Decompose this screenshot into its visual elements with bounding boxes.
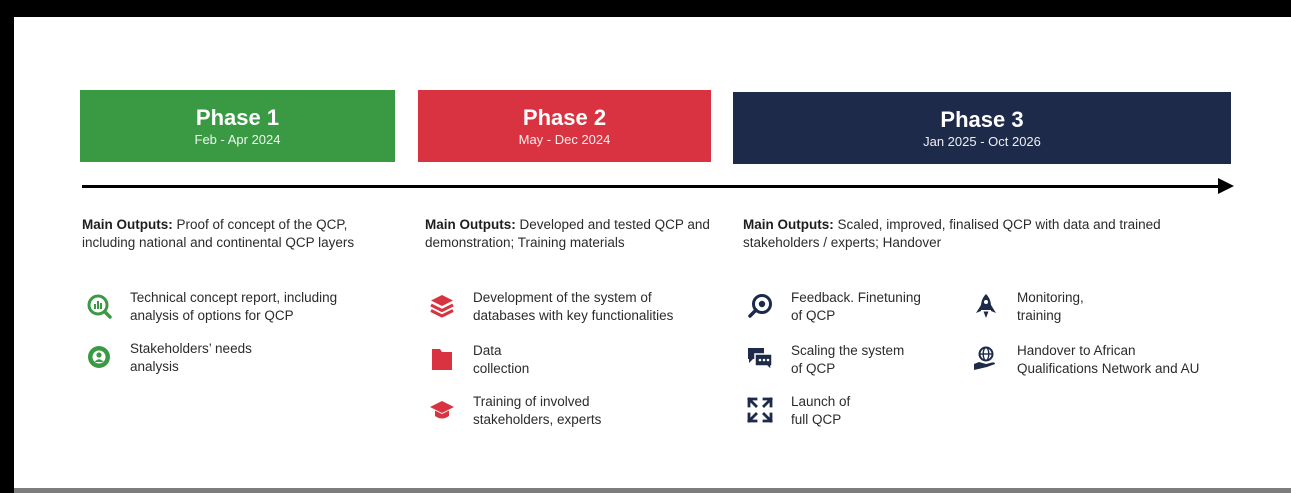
item-text-line: stakeholders, experts (473, 412, 602, 427)
item-text-line: Handover to African (1017, 343, 1136, 358)
chat-icon (746, 345, 774, 373)
item-text-line: Development of the system of (473, 290, 652, 305)
main-outputs-label: Main Outputs: (82, 217, 173, 232)
phase-2-item-data-collection: Data collection (428, 342, 529, 378)
item-text-line: Launch of (791, 394, 851, 409)
phase-2-header: Phase 2 May - Dec 2024 (418, 90, 711, 162)
phase-2-outputs-text: Developed and tested QCP and demonstrati… (425, 217, 710, 250)
phase-1-main-outputs: Main Outputs: Proof of concept of the QC… (82, 216, 402, 252)
item-text-line: collection (473, 361, 530, 376)
timeline-arrow-head (1218, 178, 1234, 194)
rocket-icon (972, 292, 1000, 320)
phase-3-header: Phase 3 Jan 2025 - Oct 2026 (733, 92, 1231, 164)
item-text-line: analysis (130, 359, 179, 374)
phase-2-item-training: Training of involved stakeholders, expert… (428, 393, 601, 429)
main-outputs-label: Main Outputs: (743, 217, 834, 232)
folder-icon (428, 345, 456, 373)
phase-2-item-database-development: Development of the system of databases wi… (428, 289, 673, 325)
phase-3-outputs-text: Scaled, improved, finalised QCP with dat… (743, 217, 1161, 250)
expand-arrows-icon (746, 396, 774, 424)
stakeholders-icon (85, 343, 113, 371)
phase-3-item-feedback: Feedback. Finetuning of QCP (746, 289, 921, 325)
database-layers-icon (428, 292, 456, 320)
graduation-cap-icon (428, 396, 456, 424)
item-text-line: of QCP (791, 361, 836, 376)
phase-3-item-scaling: Scaling the system of QCP (746, 342, 904, 378)
phase-1-item-concept-report: Technical concept report, including analy… (85, 289, 337, 325)
analysis-chart-icon (85, 292, 113, 320)
item-text-line: Monitoring, (1017, 290, 1084, 305)
item-text-line: of QCP (791, 308, 836, 323)
item-text-line: Feedback. Finetuning (791, 290, 921, 305)
item-text-line: training (1017, 308, 1062, 323)
item-text-line: analysis of options for QCP (130, 308, 294, 323)
item-text-line: Scaling the system (791, 343, 905, 358)
phase-1-title: Phase 1 (195, 104, 280, 130)
item-text-line: Data (473, 343, 502, 358)
left-border (0, 0, 14, 493)
item-text-line: Qualifications Network and AU (1017, 361, 1200, 376)
timeline-arrow-line (82, 185, 1220, 188)
item-text-line: Stakeholders’ needs (130, 341, 252, 356)
phase-1-header: Phase 1 Feb - Apr 2024 (80, 90, 395, 162)
feedback-target-icon (746, 292, 774, 320)
phase-2-title: Phase 2 (522, 104, 607, 130)
phase-2-main-outputs: Main Outputs: Developed and tested QCP a… (425, 216, 725, 252)
phase-3-main-outputs: Main Outputs: Scaled, improved, finalise… (743, 216, 1223, 252)
phase-3-dates: Jan 2025 - Oct 2026 (923, 133, 1041, 149)
item-text-line: Technical concept report, including (130, 290, 338, 305)
main-outputs-label: Main Outputs: (425, 217, 516, 232)
phase-3-item-launch: Launch of full QCP (746, 393, 850, 429)
item-text-line: Training of involved (473, 394, 590, 409)
phase-3-item-monitoring: Monitoring, training (972, 289, 1084, 325)
phase-1-outputs-text: Proof of concept of the QCP, including n… (82, 217, 355, 250)
item-text-line: databases with key functionalities (473, 308, 674, 323)
top-border (0, 0, 1291, 17)
phase-2-dates: May - Dec 2024 (518, 131, 611, 147)
globe-hand-icon (972, 345, 1000, 373)
phase-3-title: Phase 3 (940, 106, 1024, 132)
item-text-line: full QCP (791, 412, 842, 427)
phase-1-item-stakeholders: Stakeholders’ needs analysis (85, 340, 252, 376)
bottom-border (14, 488, 1291, 493)
phase-1-dates: Feb - Apr 2024 (194, 131, 281, 147)
